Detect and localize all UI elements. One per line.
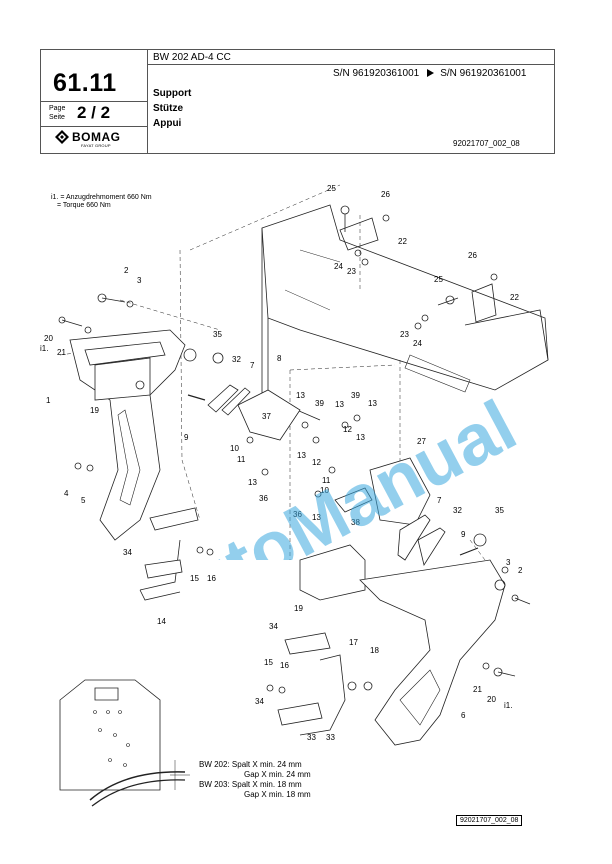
callout-label: 20 xyxy=(487,695,496,704)
callout-label: i1. xyxy=(504,701,513,710)
gap-row: Gap X min. 18 mm xyxy=(244,790,311,799)
header-divider xyxy=(41,126,147,127)
callout-label: 38 xyxy=(351,518,360,527)
callout-label: 32 xyxy=(232,355,241,364)
gap-row: BW 202: Spalt X min. 24 mm xyxy=(199,760,302,769)
callout-label: 7 xyxy=(250,361,255,370)
callout-label: 23 xyxy=(400,330,409,339)
title-de: Stütze xyxy=(153,103,183,114)
callout-label: 34 xyxy=(123,548,132,557)
document-number: 92021707_002_08 xyxy=(453,139,520,148)
callout-label: 13 xyxy=(296,391,305,400)
callout-label: 4 xyxy=(64,489,69,498)
callout-label: 12 xyxy=(312,458,321,467)
callout-label: 27 xyxy=(417,437,426,446)
callout-label: 3 xyxy=(506,558,511,567)
callout-label: 24 xyxy=(413,339,422,348)
callout-label: 11 xyxy=(237,455,246,464)
callout-label: 35 xyxy=(495,506,504,515)
callout-label: 26 xyxy=(381,190,390,199)
callout-label: 20 xyxy=(44,334,53,343)
callout-label: 8 xyxy=(277,354,282,363)
torque-note: i1. = Anzugdrehmoment 660 Nm = Torque 66… xyxy=(51,194,152,209)
gap-row: Gap X min. 24 mm xyxy=(244,770,311,779)
callout-label: 18 xyxy=(370,646,379,655)
callout-label: 39 xyxy=(315,399,324,408)
page-number: 2 / 2 xyxy=(77,103,111,122)
callout-label: 15 xyxy=(190,574,199,583)
page-label: Page Seite xyxy=(49,105,66,121)
callout-label: 5 xyxy=(81,496,86,505)
header-divider xyxy=(147,50,148,153)
callout-label: 32 xyxy=(453,506,462,515)
callout-label: 39 xyxy=(351,391,360,400)
section-number: 61.11 xyxy=(53,69,117,97)
callout-label: 13 xyxy=(335,400,344,409)
gap-row: BW 203: Spalt X min. 18 mm xyxy=(199,780,302,789)
header-box: 61.11 Page Seite 2 / 2 BOMAG FAYAT GROUP… xyxy=(40,49,555,154)
callout-label: 19 xyxy=(90,406,99,415)
callout-label: 24 xyxy=(334,262,343,271)
arrow-right-icon xyxy=(427,69,435,78)
callout-label: 22 xyxy=(398,237,407,246)
callout-label: 9 xyxy=(184,433,189,442)
brand-subtitle: FAYAT GROUP xyxy=(81,143,111,148)
callout-label: 34 xyxy=(255,697,264,706)
callout-label: 13 xyxy=(248,478,257,487)
brand-name: BOMAG xyxy=(72,130,121,144)
callout-label: 2 xyxy=(518,566,523,575)
header-divider xyxy=(147,64,555,65)
callout-label: 22 xyxy=(510,293,519,302)
callout-label: 10 xyxy=(320,486,329,495)
callout-label: 1 xyxy=(46,396,51,405)
callout-label: 33 xyxy=(307,733,316,742)
callout-label: 16 xyxy=(207,574,216,583)
callout-label: 23 xyxy=(347,267,356,276)
callout-label: 17 xyxy=(349,638,358,647)
callout-label: 37 xyxy=(262,412,271,421)
callout-label: 3 xyxy=(137,276,142,285)
callout-label: 10 xyxy=(230,444,239,453)
bomag-diamond-icon xyxy=(55,130,69,144)
title-fr: Appui xyxy=(153,118,182,129)
callout-label: 19 xyxy=(294,604,303,613)
callout-label: 21 xyxy=(473,685,482,694)
callout-label: 12 xyxy=(343,425,352,434)
callout-label: 13 xyxy=(297,451,306,460)
model-name: BW 202 AD-4 CC xyxy=(153,52,231,63)
callout-label: 9 xyxy=(461,530,466,539)
callout-label: 34 xyxy=(269,622,278,631)
callout-label: 33 xyxy=(326,733,335,742)
callout-label: 7 xyxy=(437,496,442,505)
callout-label: 13 xyxy=(312,513,321,522)
callout-label: 2 xyxy=(124,266,129,275)
callout-label: 14 xyxy=(157,617,166,626)
bomag-logo: BOMAG FAYAT GROUP xyxy=(55,130,135,150)
callout-label: i1. xyxy=(40,344,49,353)
callout-label: 36 xyxy=(293,510,302,519)
callout-label: 6 xyxy=(461,711,466,720)
title-en: Support xyxy=(153,88,192,99)
callout-label: 25 xyxy=(434,275,443,284)
callout-label: 15 xyxy=(264,658,273,667)
callout-label: 13 xyxy=(368,399,377,408)
callout-label: 11 xyxy=(322,476,331,485)
callout-label: 13 xyxy=(356,433,365,442)
callout-label: 25 xyxy=(327,184,336,193)
gap-specification: BW 202: Spalt X min. 24 mm Gap X min. 24… xyxy=(199,760,311,800)
callout-label: 36 xyxy=(259,494,268,503)
callout-label: 35 xyxy=(213,330,222,339)
callout-label: 16 xyxy=(280,661,289,670)
callout-label: 26 xyxy=(468,251,477,260)
header-divider xyxy=(41,101,147,102)
callout-label: 21 xyxy=(57,348,66,357)
footer-document-number: 92021707_002_08 xyxy=(456,815,523,826)
